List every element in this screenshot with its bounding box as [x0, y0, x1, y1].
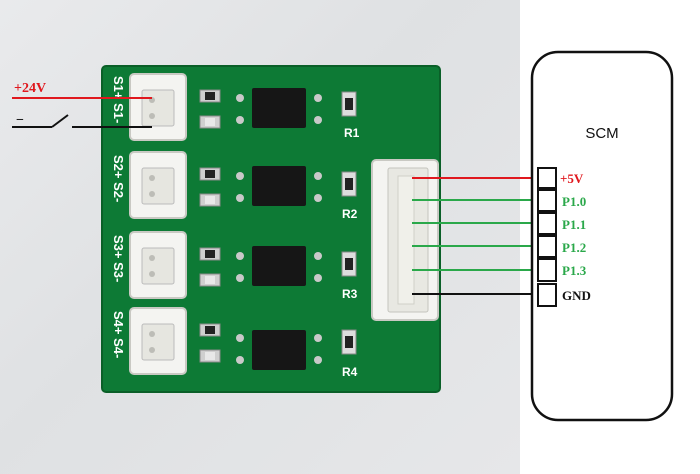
silk-label-s2: S2+ S2-	[111, 155, 126, 202]
pin-label-p1-2: P1.2	[562, 240, 586, 255]
terminal-block-3	[130, 232, 186, 298]
switch-icon	[52, 115, 68, 127]
resistor-label-r3: R3	[342, 287, 358, 301]
pin-label-p1-3: P1.3	[562, 263, 587, 278]
resistor-label-r4: R4	[342, 365, 358, 379]
silk-label-s3: S3+ S3-	[111, 235, 126, 282]
label-minus: −	[16, 113, 24, 128]
optocoupler-3	[252, 246, 306, 286]
optocoupler-1	[252, 88, 306, 128]
resistor-label-r2: R2	[342, 207, 358, 221]
scm-block: SCM +5V P1.0 P1.1 P1.2 P1.3 GND	[532, 52, 672, 420]
terminal-block-2	[130, 152, 186, 218]
scm-title: SCM	[585, 125, 618, 142]
silk-label-s1: S1+ S1-	[111, 76, 126, 123]
pin-label-gnd: GND	[562, 288, 591, 303]
label-24v: +24V	[14, 81, 46, 96]
resistor-label-r1: R1	[344, 126, 360, 140]
pin-label-p1-1: P1.1	[562, 217, 586, 232]
terminal-block-4	[130, 308, 186, 374]
pin-label-5v: +5V	[560, 171, 584, 186]
pin-label-p1-0: P1.0	[562, 194, 586, 209]
optocoupler-4	[252, 330, 306, 370]
silk-label-s4: S4+ S4-	[111, 311, 126, 358]
optocoupler-2	[252, 166, 306, 206]
terminal-block-1	[130, 74, 186, 140]
output-header	[372, 160, 438, 320]
